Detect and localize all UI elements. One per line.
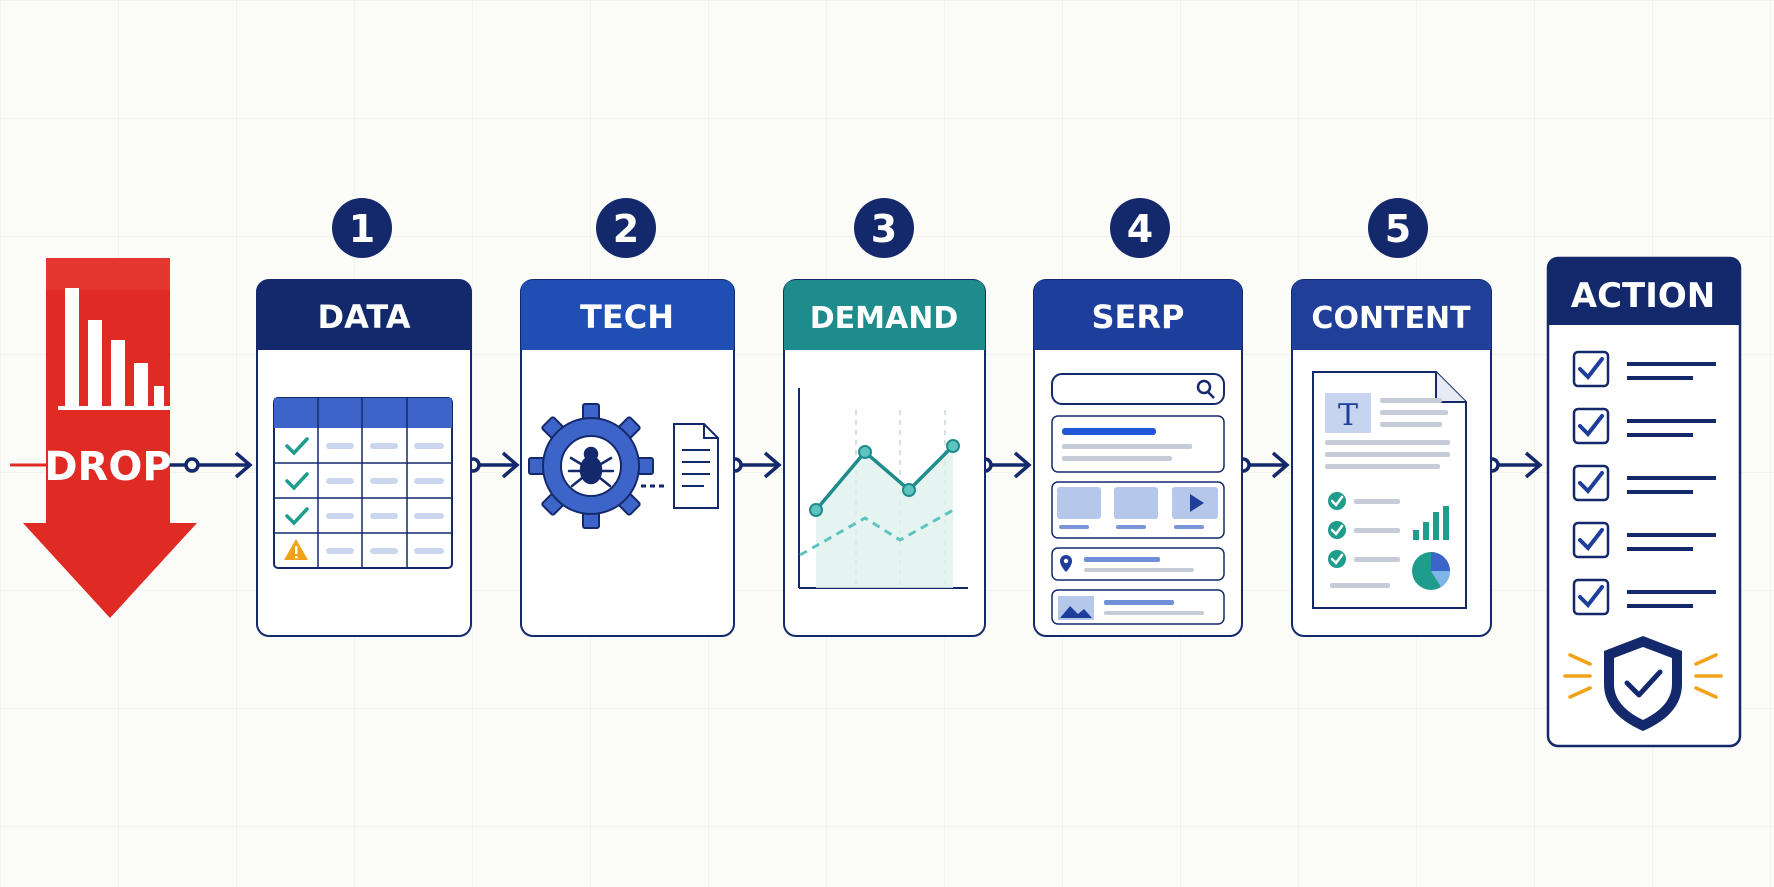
step-number: 4 xyxy=(1127,207,1153,251)
step-number-badge xyxy=(332,198,392,258)
check-icon xyxy=(1328,492,1346,568)
step-number-badge xyxy=(1368,198,1428,258)
play-icon xyxy=(1190,494,1204,512)
action-title: ACTION xyxy=(1571,276,1715,316)
step-title: DATA xyxy=(318,298,411,336)
line-chart-icon xyxy=(798,388,968,589)
action-panel: ACTION xyxy=(1546,256,1742,748)
warning-icon xyxy=(284,539,308,560)
shield-check-icon xyxy=(1563,636,1723,731)
svg-text:T: T xyxy=(1338,398,1358,433)
bug-icon xyxy=(567,446,615,488)
image-icon xyxy=(1058,596,1094,620)
spreadsheet-icon xyxy=(273,397,453,569)
checkbox-icon xyxy=(1572,521,1610,559)
step-number: 5 xyxy=(1385,207,1411,251)
step-number-badge xyxy=(596,198,656,258)
bar-chart-icon xyxy=(1413,506,1449,540)
step-number-badge xyxy=(854,198,914,258)
checkbox-icon xyxy=(1572,407,1610,445)
bar-chart-icon xyxy=(58,288,170,410)
serp-mockup xyxy=(1051,373,1225,625)
step-title: TECH xyxy=(580,298,674,336)
step-number: 2 xyxy=(613,207,639,251)
check-icon xyxy=(285,437,309,526)
step-demand: 3 DEMAND xyxy=(783,198,986,637)
drop-arrow: DROP xyxy=(10,258,197,618)
step-title: SERP xyxy=(1092,298,1185,336)
step-tech: 2 TECH xyxy=(520,198,735,637)
search-icon xyxy=(1196,379,1215,399)
step-title: CONTENT xyxy=(1311,301,1471,336)
gear-icon xyxy=(528,403,654,529)
text-icon: T xyxy=(1325,393,1371,433)
pie-chart-icon xyxy=(1412,552,1450,590)
step-serp: 4 SERP xyxy=(1033,198,1243,637)
step-title: DEMAND xyxy=(810,301,958,336)
step-number: 1 xyxy=(349,207,375,251)
document-icon xyxy=(673,423,719,509)
connectors xyxy=(170,451,1543,479)
checklist xyxy=(1572,350,1716,616)
checkbox-icon xyxy=(1572,350,1610,388)
step-data: 1 DATA xyxy=(256,198,472,637)
location-pin-icon xyxy=(1060,555,1072,572)
step-content: 5 CONTENT T xyxy=(1291,198,1492,637)
checkbox-icon xyxy=(1572,578,1610,616)
checkbox-icon xyxy=(1572,464,1610,502)
drop-label: DROP xyxy=(44,444,171,490)
step-number: 3 xyxy=(871,207,897,251)
step-number-badge xyxy=(1110,198,1170,258)
content-document-icon: T xyxy=(1312,371,1467,609)
